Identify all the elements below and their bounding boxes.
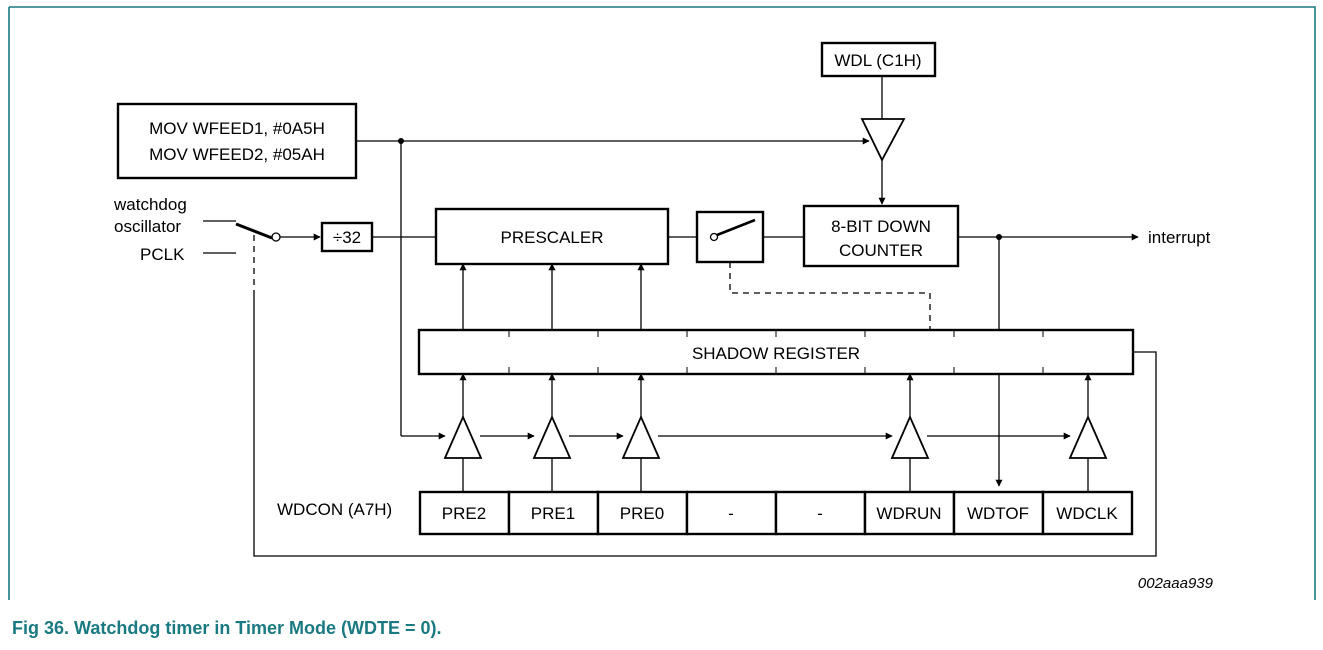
wdcon-cell-wdtof xyxy=(952,490,1045,536)
buffer-wdclk xyxy=(1068,414,1108,459)
wdcon-bit-4: - xyxy=(728,504,734,523)
clock-select-switch xyxy=(235,222,273,240)
figure-id: 002aaa939 xyxy=(1138,575,1214,592)
wdl-label: WDL (C1H) xyxy=(834,51,921,70)
input-label-oscillator: oscillator xyxy=(114,217,181,236)
figure-caption: Fig 36. Watchdog timer in Timer Mode (WD… xyxy=(12,618,442,638)
wfeed-line-1: MOV WFEED1, #0A5H xyxy=(149,119,325,138)
wdcon-bit-pre2: PRE2 xyxy=(442,504,486,523)
wdcon-bit-pre1: PRE1 xyxy=(531,504,575,523)
wdcon-cell-pre0 xyxy=(596,490,689,536)
wdl-box xyxy=(820,41,937,78)
wfeed-line-2: MOV WFEED2, #05AH xyxy=(149,145,325,164)
wdcon-bit-wdrun: WDRUN xyxy=(876,504,941,523)
interrupt-label: interrupt xyxy=(1148,228,1211,247)
frame-border-top-right xyxy=(9,6,1316,600)
shadow-register-label: SHADOW REGISTER xyxy=(692,344,860,363)
shadow-register-dividers xyxy=(508,330,1044,374)
wdcon-bit-3: - xyxy=(817,504,823,523)
switch-pivot xyxy=(271,232,281,242)
run-switch-blade xyxy=(716,218,756,237)
counter-label-1: 8-BIT DOWN xyxy=(831,217,931,236)
wdcon-bit-wdtof: WDTOF xyxy=(967,504,1029,523)
wdcon-label: WDCON (A7H) xyxy=(277,500,392,519)
wdcon-bit-wdclk: WDCLK xyxy=(1056,504,1118,523)
buffer-pre1 xyxy=(532,414,572,459)
wdcon-register: PRE2 PRE1 PRE0 - - WDRUN WDTOF WDCLK xyxy=(418,490,1134,536)
wdcon-bit-pre0: PRE0 xyxy=(620,504,664,523)
wdcon-cell-bit4 xyxy=(685,490,778,536)
wdcon-cell-wdclk xyxy=(1041,490,1134,536)
divider-label: ÷32 xyxy=(333,228,361,247)
counter-label-2: COUNTER xyxy=(839,241,923,260)
down-counter-box xyxy=(802,204,960,268)
input-label-watchdog: watchdog xyxy=(113,195,187,214)
wdcon-cell-pre2 xyxy=(418,490,511,536)
wdcon-cell-wdrun xyxy=(863,490,956,536)
prescaler-label: PRESCALER xyxy=(501,228,604,247)
input-label-pclk: PCLK xyxy=(140,245,185,264)
wdrun-control-dashed xyxy=(729,262,931,330)
run-switch-pivot xyxy=(709,232,719,242)
wfeed-box xyxy=(116,102,358,180)
wdcon-cell-pre1 xyxy=(507,490,600,536)
wdl-buffer xyxy=(860,118,906,162)
wdclk-feedback-line xyxy=(253,296,1157,557)
buffer-pre2 xyxy=(443,414,483,459)
buffer-wdrun xyxy=(890,414,930,459)
buffer-pre0 xyxy=(621,414,661,459)
